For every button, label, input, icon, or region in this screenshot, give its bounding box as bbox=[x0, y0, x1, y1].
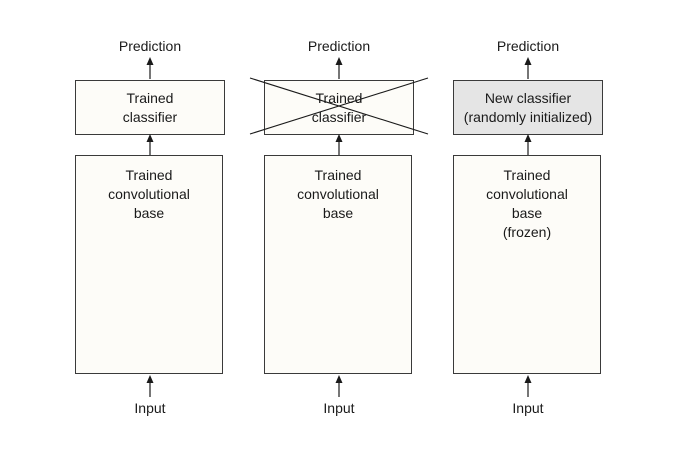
base-box-line-4: (frozen) bbox=[502, 224, 552, 240]
classifier-box: Trained classifier bbox=[75, 80, 225, 135]
input-label: Input bbox=[512, 400, 544, 416]
arrow-up-icon bbox=[335, 57, 343, 79]
classifier-box-line-1: Trained bbox=[126, 89, 174, 106]
convolutional-base-box: Trained convolutional base bbox=[264, 155, 412, 374]
arrow-up-icon bbox=[524, 134, 532, 155]
base-box-line-3: base bbox=[133, 205, 165, 221]
base-box-line-1: Trained bbox=[503, 167, 551, 183]
prediction-label: Prediction bbox=[118, 38, 182, 54]
cross-out-icon bbox=[249, 77, 429, 135]
frozen-convolutional-base-box: Trained convolutional base (frozen) bbox=[453, 155, 601, 374]
arrow-up-icon bbox=[146, 375, 154, 397]
column-2: Prediction Trained classifier Trained co… bbox=[249, 0, 429, 453]
input-label: Input bbox=[134, 400, 166, 416]
classifier-box-line-1: New classifier bbox=[484, 89, 572, 106]
arrow-up-icon bbox=[146, 134, 154, 155]
arrow-up-icon bbox=[335, 134, 343, 155]
arrow-up-icon bbox=[146, 57, 154, 79]
base-box-line-1: Trained bbox=[314, 167, 362, 183]
base-box-line-2: convolutional bbox=[297, 186, 379, 202]
arrow-up-icon bbox=[524, 57, 532, 79]
base-box-line-2: convolutional bbox=[486, 186, 568, 202]
classifier-box-line-1: Trained bbox=[315, 89, 363, 106]
base-box-line-3: base bbox=[322, 205, 354, 221]
column-3: Prediction New classifier (randomly init… bbox=[453, 0, 603, 453]
classifier-box-line-2: classifier bbox=[122, 108, 178, 125]
arrow-up-icon bbox=[335, 375, 343, 397]
input-label: Input bbox=[323, 400, 355, 416]
classifier-box-line-2: classifier bbox=[311, 108, 367, 125]
arrow-up-icon bbox=[524, 375, 532, 397]
new-classifier-box: New classifier (randomly initialized) bbox=[453, 80, 603, 135]
prediction-label: Prediction bbox=[307, 38, 371, 54]
base-box-line-2: convolutional bbox=[108, 186, 190, 202]
classifier-box: Trained classifier bbox=[264, 80, 414, 135]
base-box-line-3: base bbox=[511, 205, 543, 221]
convolutional-base-box: Trained convolutional base bbox=[75, 155, 223, 374]
column-1: Prediction Trained classifier Trained co… bbox=[75, 0, 225, 453]
prediction-label: Prediction bbox=[496, 38, 560, 54]
classifier-box-line-2: (randomly initialized) bbox=[463, 108, 593, 125]
base-box-line-1: Trained bbox=[125, 167, 173, 183]
